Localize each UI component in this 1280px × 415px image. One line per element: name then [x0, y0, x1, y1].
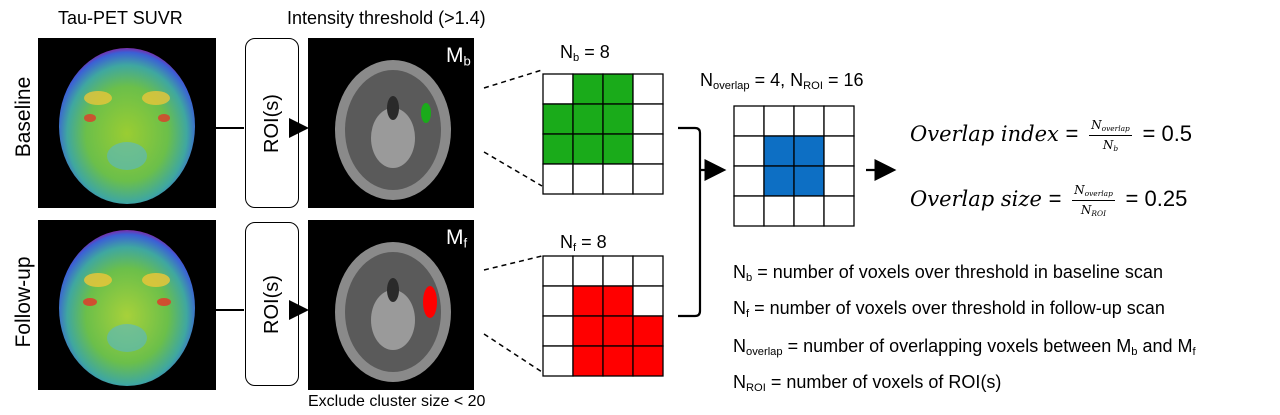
- baseline-voxel-1-3: [632, 103, 664, 135]
- overlap-voxel-0-0: [733, 105, 765, 137]
- overlap-size-fraction: Noverlap NROI: [1072, 183, 1115, 219]
- followup-mask-cluster: [423, 286, 437, 318]
- baseline-voxel-2-2: [602, 133, 634, 165]
- followup-voxel-3-2: [602, 345, 634, 377]
- baseline-voxel-0-0: [542, 73, 574, 105]
- legend-nroi: NROI = number of voxels of ROI(s): [733, 372, 1002, 395]
- baseline-voxel-0-1: [572, 73, 604, 105]
- followup-voxel-2-2: [602, 315, 634, 347]
- overlap-voxel-2-3: [823, 165, 855, 197]
- overlap-voxel-1-0: [733, 135, 765, 167]
- pet-brain-baseline: [59, 48, 195, 204]
- baseline-voxel-2-0: [542, 133, 574, 165]
- followup-voxel-2-1: [572, 315, 604, 347]
- overlap-voxel-0-3: [823, 105, 855, 137]
- count-nb: Nb = 8: [560, 42, 610, 65]
- baseline-voxel-1-2: [602, 103, 634, 135]
- overlap-voxel-3-1: [763, 195, 795, 227]
- baseline-voxel-0-2: [602, 73, 634, 105]
- overlap-index-fraction: Noverlap Nb: [1089, 118, 1132, 154]
- overlap-size-value: = 0.25: [1125, 186, 1188, 212]
- mask-label-mf: Mf: [446, 226, 468, 251]
- baseline-voxel-1-1: [572, 103, 604, 135]
- overlap-voxel-1-3: [823, 135, 855, 167]
- baseline-voxel-grid: [542, 73, 664, 195]
- followup-voxel-0-0: [542, 255, 574, 287]
- baseline-voxel-3-1: [572, 163, 604, 195]
- legend-nf: Nf = number of voxels over threshold in …: [733, 298, 1165, 321]
- formula-overlap-index: Overlap index = Noverlap Nb = 0.5: [910, 118, 1193, 154]
- header-tau-pet: Tau-PET SUVR: [58, 8, 183, 28]
- overlap-voxel-2-1: [763, 165, 795, 197]
- overlap-voxel-3-2: [793, 195, 825, 227]
- exclude-note: Exclude cluster size < 20: [308, 393, 486, 410]
- pet-brain-followup: [59, 230, 195, 386]
- zoom-line-bottom-baseline: [483, 151, 543, 187]
- baseline-voxel-0-3: [632, 73, 664, 105]
- overlap-voxel-0-1: [763, 105, 795, 137]
- zoom-line-bottom-followup: [483, 333, 543, 373]
- followup-voxel-0-3: [632, 255, 664, 287]
- followup-voxel-1-2: [602, 285, 634, 317]
- followup-voxel-3-1: [572, 345, 604, 377]
- overlap-voxel-0-2: [793, 105, 825, 137]
- followup-voxel-2-3: [632, 315, 664, 347]
- followup-voxel-1-0: [542, 285, 574, 317]
- mask-label-mb: Mb: [446, 44, 471, 69]
- pet-scan-baseline: [38, 38, 216, 208]
- header-intensity-threshold: Intensity threshold (>1.4): [287, 8, 486, 28]
- legend-nb: Nb = number of voxels over threshold in …: [733, 262, 1163, 285]
- count-nf: Nf = 8: [560, 232, 607, 255]
- followup-voxel-3-3: [632, 345, 664, 377]
- combine-bracket: [678, 126, 702, 318]
- count-overlap-roi: Noverlap = 4, NROI = 16: [700, 70, 864, 93]
- followup-voxel-1-1: [572, 285, 604, 317]
- followup-voxel-3-0: [542, 345, 574, 377]
- mri-brain-baseline: [335, 60, 451, 200]
- roi-box-baseline: ROI(s): [245, 38, 299, 208]
- overlap-index-label: Overlap index: [910, 122, 1059, 147]
- overlap-voxel-3-0: [733, 195, 765, 227]
- baseline-mask-cluster: [421, 103, 431, 123]
- overlap-voxel-1-2: [793, 135, 825, 167]
- followup-voxel-2-0: [542, 315, 574, 347]
- overlap-voxel-3-3: [823, 195, 855, 227]
- baseline-voxel-3-3: [632, 163, 664, 195]
- overlap-voxel-2-0: [733, 165, 765, 197]
- overlap-voxel-grid: [733, 105, 855, 227]
- overlap-voxel-1-1: [763, 135, 795, 167]
- baseline-voxel-2-3: [632, 133, 664, 165]
- overlap-voxel-2-2: [793, 165, 825, 197]
- baseline-voxel-1-0: [542, 103, 574, 135]
- overlap-size-label: Overlap size: [910, 187, 1042, 212]
- baseline-voxel-2-1: [572, 133, 604, 165]
- zoom-line-top-baseline: [483, 69, 543, 89]
- pet-scan-followup: [38, 220, 216, 390]
- formula-overlap-size: Overlap size = Noverlap NROI = 0.25: [910, 183, 1188, 219]
- mri-scan-followup: [308, 220, 474, 390]
- baseline-voxel-3-0: [542, 163, 574, 195]
- legend-noverlap: Noverlap = number of overlapping voxels …: [733, 336, 1196, 359]
- followup-voxel-0-2: [602, 255, 634, 287]
- followup-voxel-grid: [542, 255, 664, 377]
- followup-voxel-1-3: [632, 285, 664, 317]
- zoom-line-top-followup: [483, 255, 543, 271]
- baseline-voxel-3-2: [602, 163, 634, 195]
- mri-brain-followup: [335, 242, 451, 382]
- mri-scan-baseline: [308, 38, 474, 208]
- overlap-index-value: = 0.5: [1142, 121, 1193, 147]
- followup-voxel-0-1: [572, 255, 604, 287]
